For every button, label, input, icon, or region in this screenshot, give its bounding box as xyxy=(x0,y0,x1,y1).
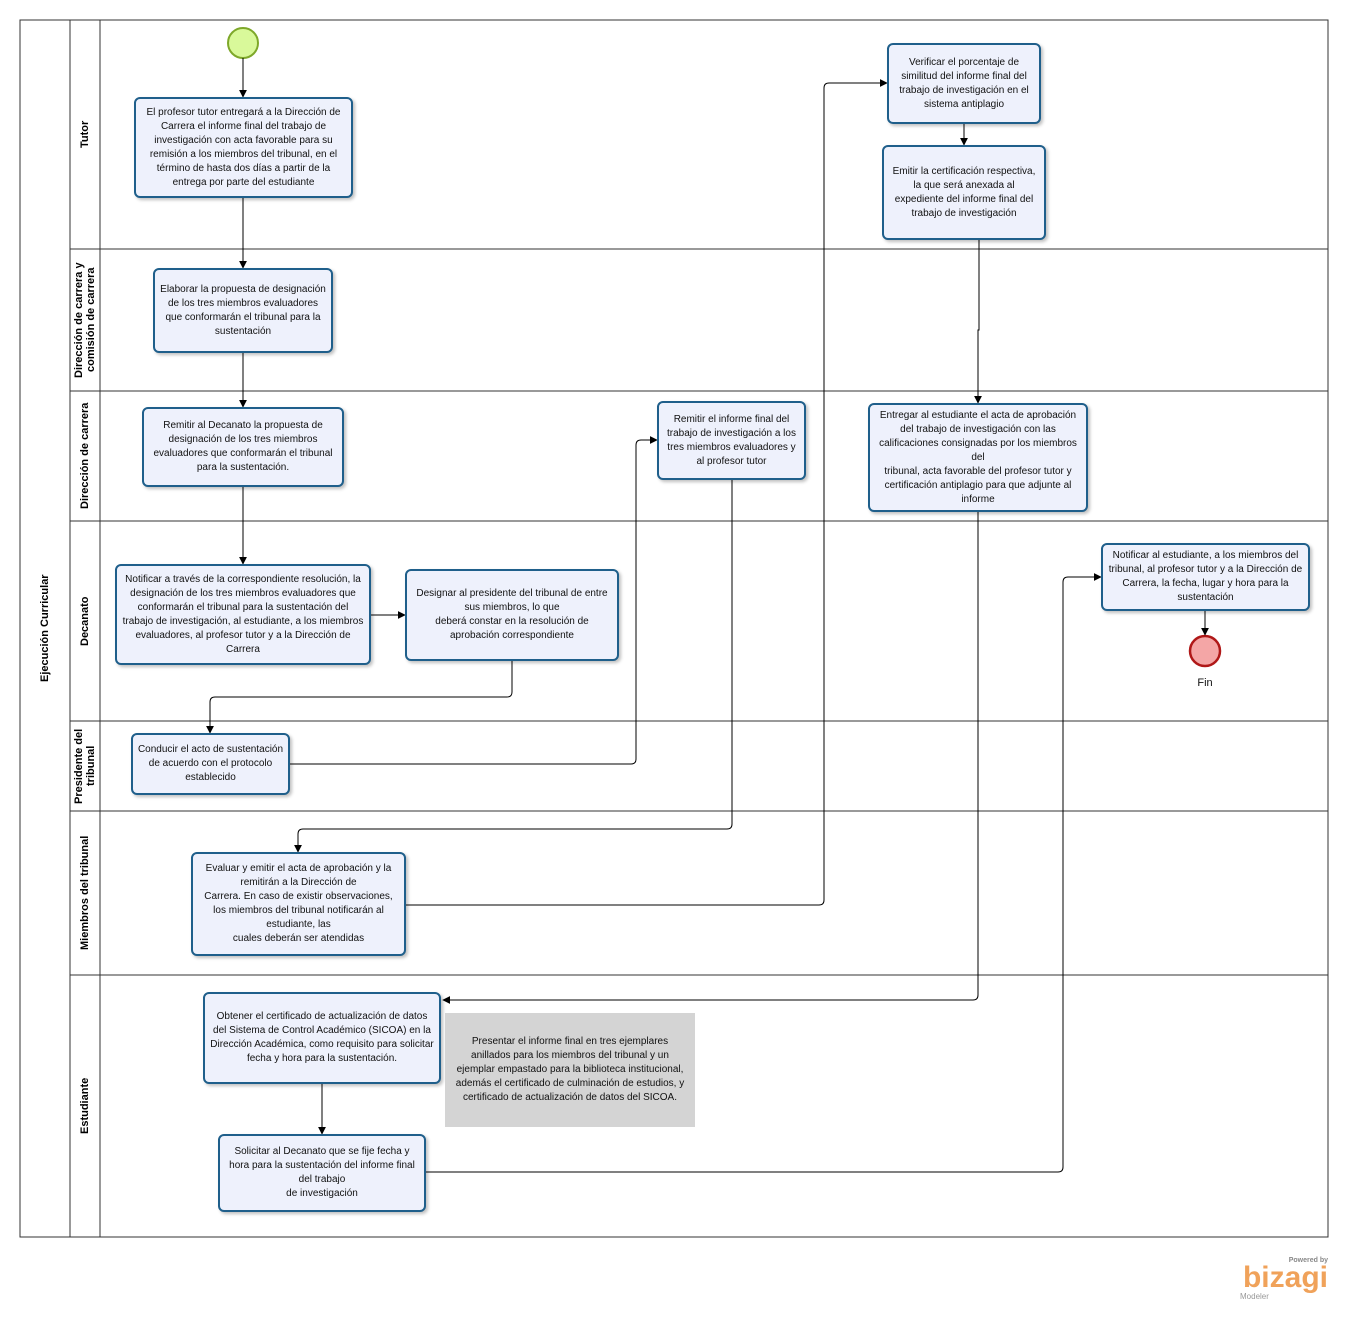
lane-label-presidente: Presidente del tribunal xyxy=(73,728,97,804)
brand-powered: Powered by xyxy=(1288,1257,1328,1264)
lane-label-direccion: Dirección de carrera xyxy=(79,402,91,510)
flow-t6-t7 xyxy=(290,436,658,765)
task-solicitar-fecha[interactable]: Solicitar al Decanato que se fije fecha … xyxy=(218,1134,426,1212)
flow-t10-t11 xyxy=(974,240,982,404)
bizagi-logo: Powered by bizagi Modeler xyxy=(1240,1257,1328,1301)
end-event xyxy=(1188,634,1222,668)
task-elaborar-propuesta[interactable]: Elaborar la propuesta de designación de … xyxy=(153,268,333,353)
task-obtener-certificado[interactable]: Obtener el certificado de actualización … xyxy=(203,992,441,1084)
task-entregar-informe[interactable]: El profesor tutor entregará a la Direcci… xyxy=(134,97,353,198)
flow-t11-t12 xyxy=(442,512,979,1004)
task-entregar-acta[interactable]: Entregar al estudiante el acta de aproba… xyxy=(868,403,1088,512)
brand-sub: Modeler xyxy=(1240,1292,1269,1301)
task-remitir-decanato[interactable]: Remitir al Decanato la propuesta de desi… xyxy=(142,407,344,487)
task-evaluar-acta[interactable]: Evaluar y emitir el acta de aprobación y… xyxy=(191,852,406,956)
lane-label-miembros: Miembros del tribunal xyxy=(79,835,91,951)
task-notificar-fecha[interactable]: Notificar al estudiante, a los miembros … xyxy=(1101,543,1310,611)
lane-label-direccion-comision: Dirección de carrera y comisión de carre… xyxy=(73,262,97,378)
text-annotation: Presentar el informe final en tres ejemp… xyxy=(445,1013,695,1127)
lane-label-tutor: Tutor xyxy=(79,120,91,149)
flow-t13-t14 xyxy=(426,573,1102,1173)
task-remitir-informe-final[interactable]: Remitir el informe final del trabajo de … xyxy=(657,401,806,480)
lane-label-decanato: Decanato xyxy=(79,596,91,646)
lane-label-estudiante: Estudiante xyxy=(79,1077,91,1135)
pool-label: Ejecución Curricular xyxy=(39,574,51,683)
flow-t5-t6 xyxy=(206,661,513,734)
task-emitir-certificacion[interactable]: Emitir la certificación respectiva, la q… xyxy=(882,145,1046,240)
end-event-label: Fin xyxy=(1197,677,1213,689)
flow-t7-t8 xyxy=(294,480,733,853)
task-verificar-similitud[interactable]: Verificar el porcentaje de similitud del… xyxy=(887,43,1041,124)
task-conducir-acto[interactable]: Conducir el acto de sustentación de acue… xyxy=(131,733,290,795)
sequence-flows xyxy=(206,58,1209,1173)
pool-frame xyxy=(19,19,1329,1238)
brand-name: bizagi xyxy=(1242,1261,1328,1294)
task-notificar-resolucion[interactable]: Notificar a través de la correspondiente… xyxy=(115,564,371,665)
flow-t8-t9 xyxy=(406,79,888,906)
start-event xyxy=(227,27,259,59)
task-designar-presidente[interactable]: Designar al presidente del tribunal de e… xyxy=(405,569,619,661)
